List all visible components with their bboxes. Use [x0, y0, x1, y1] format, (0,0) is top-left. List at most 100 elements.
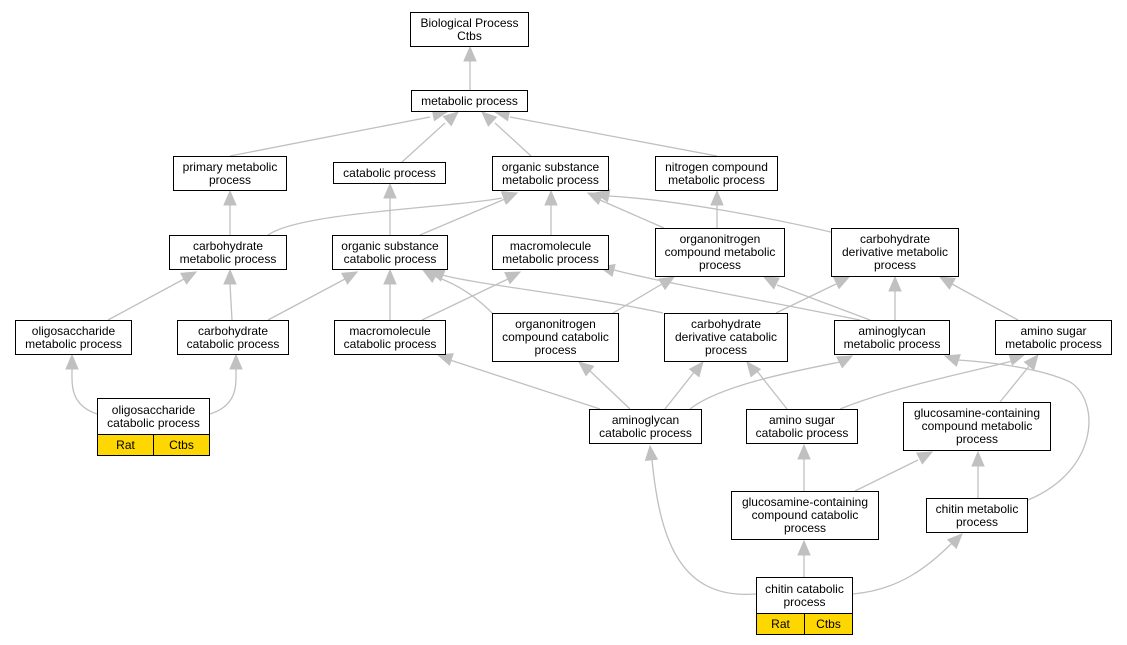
is-a-edge — [599, 199, 665, 229]
is-a-edge — [401, 122, 446, 163]
arrowhead — [229, 353, 243, 370]
term-label-line: carbohydrate — [690, 317, 762, 331]
term-label-line: metabolic process — [179, 251, 277, 266]
is-a-edge — [449, 359, 601, 410]
is-a-edge — [588, 369, 631, 410]
term-label-line: organonitrogen — [515, 317, 596, 331]
is-a-edge — [852, 542, 953, 595]
is-a-edge — [756, 370, 788, 410]
term-label-line: catabolic process — [343, 336, 437, 351]
term-label-line: catabolic process — [107, 415, 200, 430]
term-label-line: glucosamine-containing — [741, 495, 869, 509]
term-label-line: organonitrogen — [679, 232, 761, 246]
is-a-edge — [957, 359, 1090, 501]
arrowhead — [946, 533, 963, 550]
arrowhead — [746, 361, 762, 378]
arrowhead — [436, 353, 454, 366]
arrowhead — [442, 111, 459, 127]
term-label-line: process — [698, 258, 742, 272]
is-a-edge — [854, 459, 919, 492]
term-label-line: macromolecule — [509, 238, 592, 253]
term-label-line: carbohydrate — [859, 232, 931, 246]
arrowhead — [797, 539, 811, 556]
go-term-catabolic[interactable]: catabolic process — [333, 162, 446, 184]
arrowhead — [504, 271, 522, 285]
term-label-line: metabolic process — [502, 172, 599, 187]
term-label-line: metabolic process — [502, 251, 599, 266]
annotation-tag: Rat — [757, 614, 804, 634]
is-a-edge — [651, 459, 757, 595]
term-label-line: compound metabolic — [664, 245, 776, 259]
term-label-line: glucosamine-containing — [913, 406, 1041, 420]
term-label-line: catabolic process — [599, 425, 692, 440]
term-label-line: process — [783, 521, 827, 535]
term-label-line: amino sugar — [1020, 323, 1087, 338]
term-label-line: primary metabolic — [182, 159, 278, 174]
go-term-metabolic[interactable]: metabolic process — [411, 90, 528, 112]
term-label-line: organic substance — [501, 159, 600, 174]
term-label-line: amino sugar — [768, 412, 836, 427]
term-label-line: metabolic process — [668, 172, 765, 187]
arrowhead — [65, 353, 79, 370]
is-a-edge — [229, 116, 431, 157]
arrowhead — [644, 444, 659, 462]
is-a-edge — [689, 361, 841, 410]
is-a-edge — [999, 364, 1031, 403]
is-a-edge — [494, 122, 532, 157]
arrowhead — [762, 276, 780, 290]
term-label-line: compound catabolic — [502, 330, 609, 344]
term-label-line: process — [704, 343, 748, 357]
term-label-line: process — [955, 432, 999, 446]
is-a-edge — [613, 269, 861, 321]
term-label-line: macromolecule — [349, 323, 431, 338]
term-label-line: derivative metabolic — [841, 245, 949, 259]
term-label-line: catabolic process — [755, 425, 849, 440]
is-a-edge — [267, 278, 346, 321]
is-a-edge — [107, 278, 185, 321]
arrowhead — [544, 189, 558, 206]
term-label-line: catabolic process — [343, 165, 436, 180]
is-a-edge — [776, 284, 871, 321]
term-label-line: carbohydrate — [197, 323, 269, 338]
is-a-edge — [71, 368, 98, 415]
term-label-line: compound metabolic — [921, 419, 1033, 433]
term-label-line: chitin metabolic — [935, 501, 1019, 516]
term-label-line: metabolic process — [25, 336, 122, 351]
is-a-edge — [775, 283, 837, 314]
arrowhead — [593, 189, 611, 203]
arrowhead — [658, 276, 676, 291]
arrowhead — [341, 271, 359, 285]
arrowhead — [481, 111, 498, 127]
term-label-line: carbohydrate — [192, 238, 264, 253]
term-label-line: process — [955, 514, 999, 529]
arrowhead — [938, 276, 957, 290]
arrowhead — [710, 189, 724, 206]
is-a-edge — [419, 198, 506, 236]
